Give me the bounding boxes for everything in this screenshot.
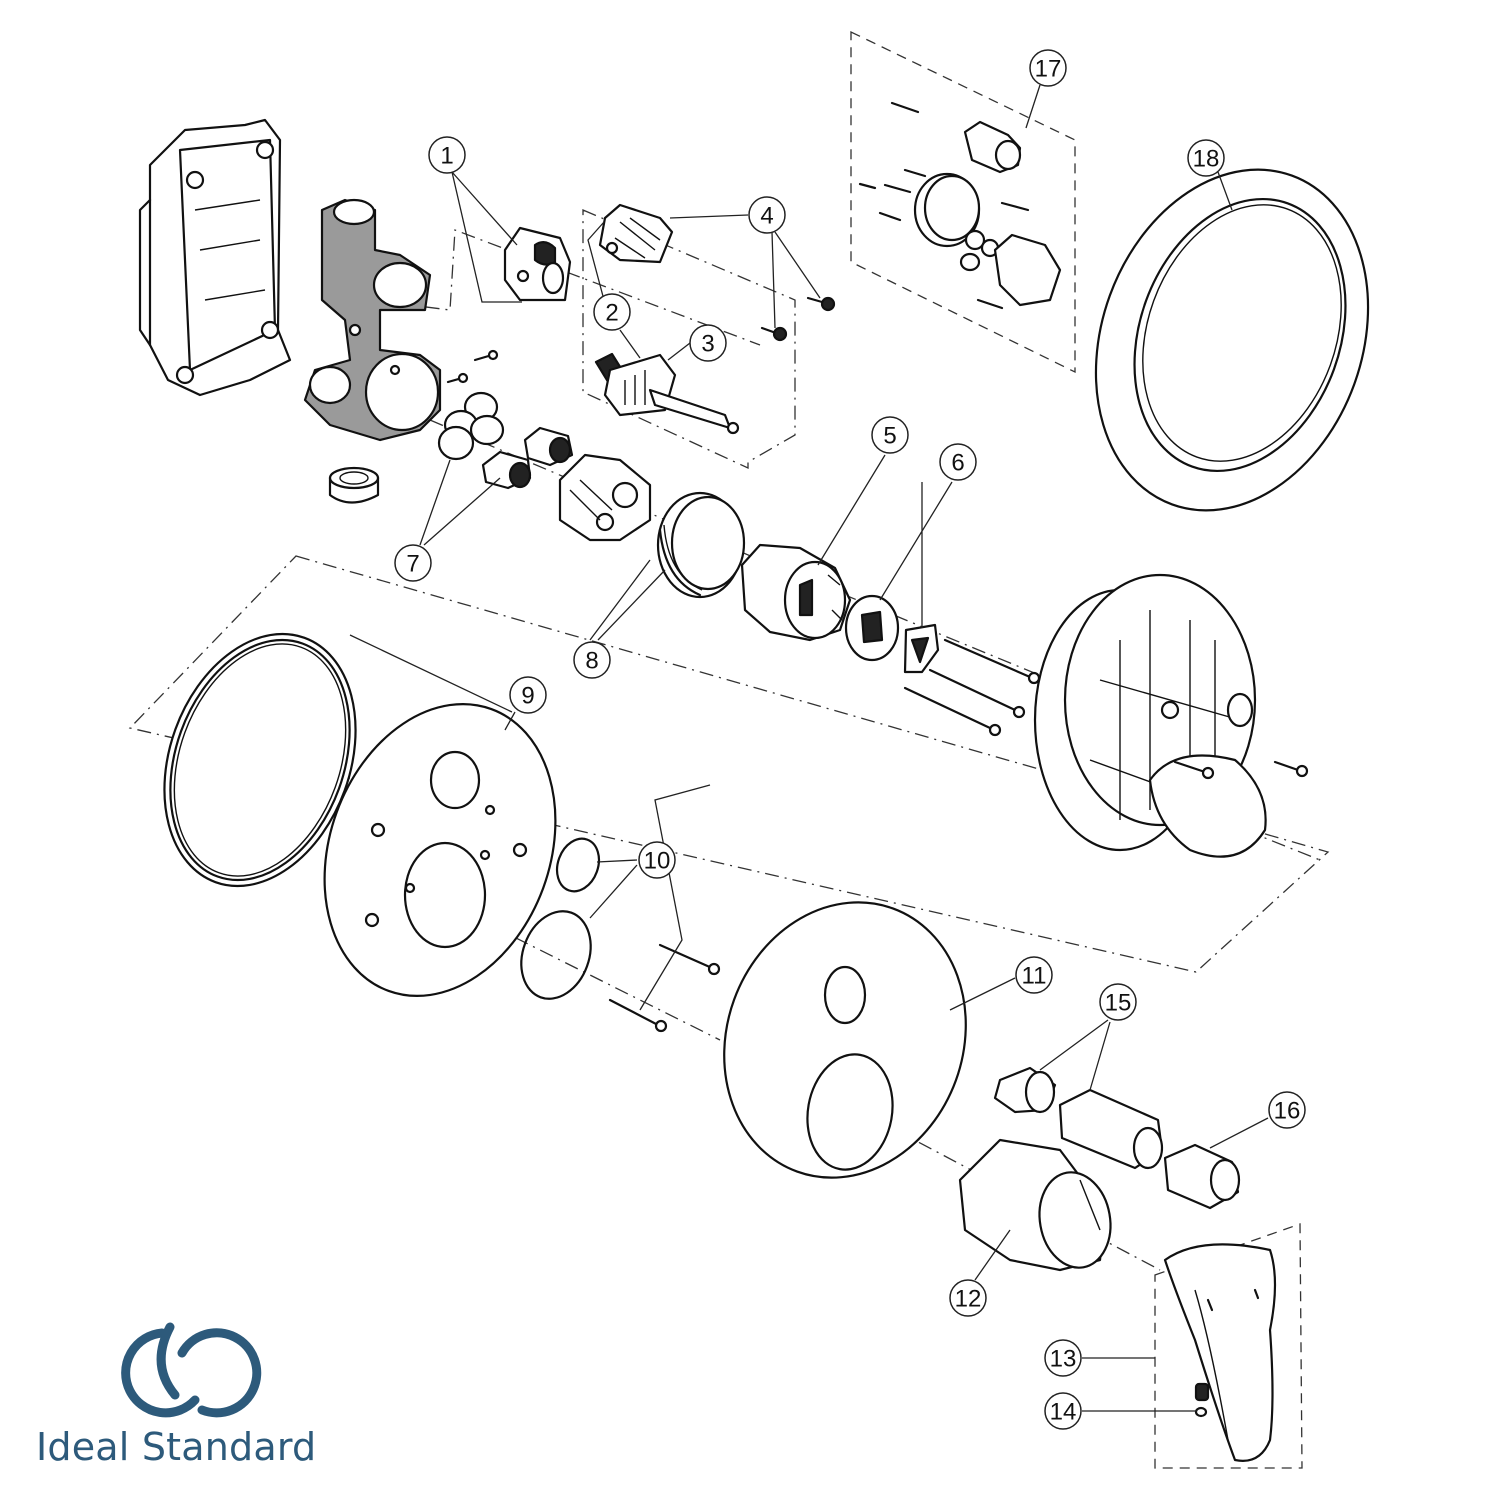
part-14-grub-screw bbox=[1194, 1382, 1210, 1418]
part-5-cartridge bbox=[740, 543, 852, 642]
callout-label: 18 bbox=[1193, 146, 1220, 173]
callout-circle bbox=[1015, 956, 1053, 994]
callout-6: 6 bbox=[939, 443, 977, 481]
callout-circle bbox=[1099, 983, 1137, 1021]
callout-label: 2 bbox=[605, 300, 618, 327]
callout-9: 9 bbox=[509, 676, 547, 714]
callout-7: 7 bbox=[394, 544, 432, 582]
part-diverter-body bbox=[558, 453, 652, 542]
brand-name: Ideal Standard bbox=[36, 1425, 317, 1469]
part-8-threaded-ring bbox=[656, 491, 746, 599]
callout-5: 5 bbox=[871, 416, 909, 454]
callout-label: 15 bbox=[1105, 990, 1132, 1017]
callout-circle bbox=[394, 544, 432, 582]
callout-12: 12 bbox=[949, 1279, 987, 1317]
part-16-cap bbox=[1163, 1143, 1241, 1210]
callout-label: 14 bbox=[1050, 1399, 1077, 1426]
callout-circle bbox=[939, 443, 977, 481]
callout-3: 3 bbox=[689, 324, 727, 362]
part-7-check-valves bbox=[481, 426, 574, 490]
callout-label: 4 bbox=[760, 203, 773, 230]
part-4-screws bbox=[760, 296, 836, 342]
leader-lines bbox=[349, 84, 1269, 1412]
part-valve-body bbox=[303, 198, 442, 442]
part-10-orings bbox=[520, 837, 601, 1000]
callout-label: 5 bbox=[883, 423, 896, 450]
part-18-trim-ring bbox=[1094, 168, 1370, 512]
interlocking-rings-icon bbox=[121, 1322, 262, 1418]
callout-18: 18 bbox=[1187, 139, 1225, 177]
callout-label: 12 bbox=[955, 1286, 982, 1313]
callout-label: 16 bbox=[1274, 1098, 1301, 1125]
callout-label: 6 bbox=[951, 450, 964, 477]
callout-label: 7 bbox=[406, 551, 419, 578]
callout-circle bbox=[689, 324, 727, 362]
callout-circle bbox=[1044, 1339, 1082, 1377]
group-box-13-handle bbox=[1154, 1223, 1303, 1469]
part-housing-screw bbox=[1273, 760, 1309, 778]
group-box-trim-kit bbox=[128, 555, 1330, 973]
group-box-cartridge-2-3 bbox=[582, 209, 796, 470]
callout-13: 13 bbox=[1044, 1339, 1082, 1377]
part-long-screws bbox=[903, 638, 1041, 737]
part-7-orings bbox=[437, 391, 505, 461]
callout-label: 13 bbox=[1050, 1346, 1077, 1373]
callout-circle bbox=[428, 136, 466, 174]
part-small-screws bbox=[446, 349, 499, 384]
part-13-handle bbox=[1163, 1243, 1277, 1462]
callout-16: 16 bbox=[1268, 1091, 1306, 1129]
part-6-stop-piece bbox=[903, 623, 940, 674]
part-4-cover-plate bbox=[598, 203, 674, 264]
callout-8: 8 bbox=[573, 641, 611, 679]
part-12-sleeve bbox=[958, 1138, 1112, 1272]
callout-circle bbox=[573, 641, 611, 679]
part-9-seal-ring bbox=[163, 632, 357, 888]
part-plate-screws bbox=[608, 943, 721, 1033]
callout-circle bbox=[949, 1279, 987, 1317]
part-1-adapter bbox=[503, 226, 572, 302]
brand-logo bbox=[121, 1322, 262, 1418]
callout-label: 10 bbox=[644, 848, 671, 875]
callout-label: 8 bbox=[585, 648, 598, 675]
part-15-cap-short bbox=[993, 1066, 1057, 1114]
part-threaded-plug bbox=[328, 466, 380, 504]
callout-label: 9 bbox=[521, 683, 534, 710]
callout-circle bbox=[871, 416, 909, 454]
callout-11: 11 bbox=[1015, 956, 1053, 994]
part-11-trim-plate bbox=[723, 901, 967, 1179]
callout-2: 2 bbox=[593, 293, 631, 331]
callout-circle bbox=[509, 676, 547, 714]
callout-10: 10 bbox=[638, 841, 676, 879]
callout-label: 17 bbox=[1035, 56, 1062, 83]
group-box-17 bbox=[850, 30, 1076, 374]
callout-label: 3 bbox=[701, 331, 714, 358]
callout-14: 14 bbox=[1044, 1392, 1082, 1430]
callout-label: 11 bbox=[1022, 963, 1047, 990]
callout-circle bbox=[593, 293, 631, 331]
callout-label: 1 bbox=[440, 143, 453, 170]
part-15-cap-long bbox=[1058, 1088, 1164, 1170]
callout-circle bbox=[1187, 139, 1225, 177]
callout-1: 1 bbox=[428, 136, 466, 174]
part-3-spindle-cartridge bbox=[594, 352, 740, 435]
callout-15: 15 bbox=[1099, 983, 1137, 1021]
callout-circle bbox=[748, 196, 786, 234]
part-back-housing bbox=[138, 118, 292, 397]
callout-circle bbox=[1029, 49, 1067, 87]
part-mounting-housing bbox=[1033, 573, 1267, 858]
part-6-lock-ring bbox=[844, 594, 900, 662]
callout-circle bbox=[638, 841, 676, 879]
callout-circle bbox=[1044, 1392, 1082, 1430]
callout-17: 17 bbox=[1029, 49, 1067, 87]
callout-circle bbox=[1268, 1091, 1306, 1129]
part-9-backplate bbox=[323, 703, 557, 997]
callout-4: 4 bbox=[748, 196, 786, 234]
part-17-kit bbox=[858, 101, 1062, 310]
